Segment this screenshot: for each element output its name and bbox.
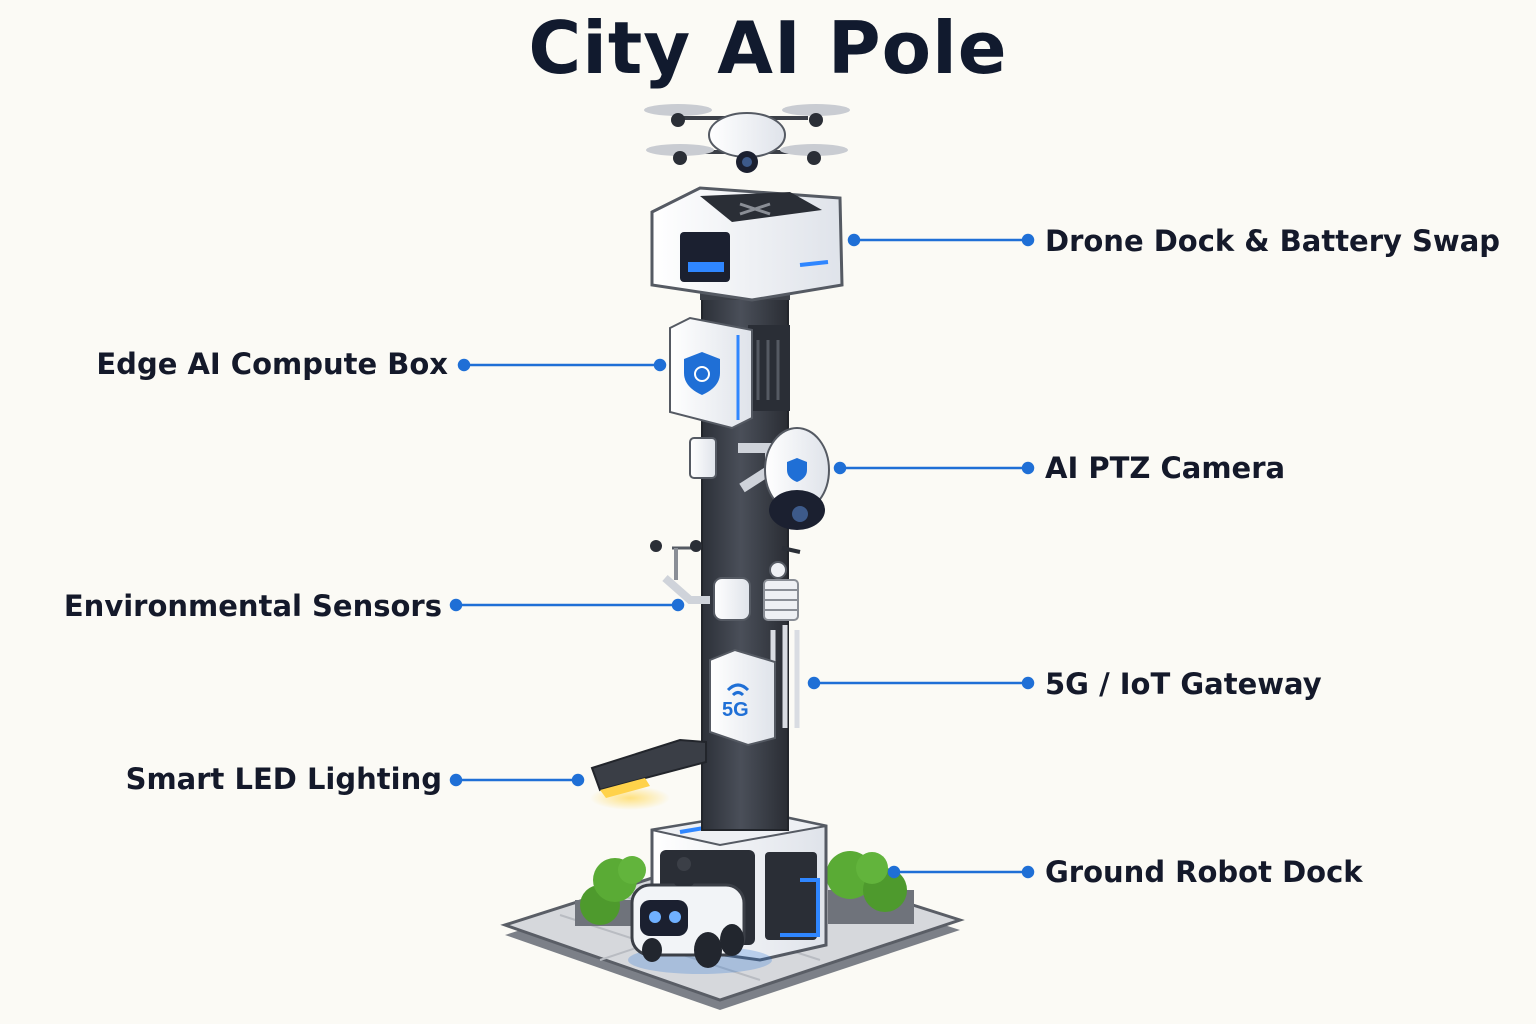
wifi-icon <box>726 683 750 697</box>
label-drone-dock: Drone Dock & Battery Swap <box>1045 224 1501 258</box>
drone-dock <box>650 186 844 302</box>
label-environmental-sensors: Environmental Sensors <box>63 589 442 623</box>
label-edge-ai-compute: Edge AI Compute Box <box>96 347 448 381</box>
page-title: City AI Pole <box>528 6 1008 90</box>
drone-icon <box>644 104 850 173</box>
shield-brain-icon <box>684 352 720 395</box>
label-5g-gateway: 5G / IoT Gateway <box>1045 667 1322 701</box>
label-smart-led-lighting: Smart LED Lighting <box>125 762 442 796</box>
led-light-arm <box>590 738 707 810</box>
robot-icon <box>628 857 772 974</box>
leader-lines <box>449 233 1035 879</box>
label-ground-robot-dock: Ground Robot Dock <box>1045 855 1363 889</box>
shield-icon <box>787 458 807 482</box>
gateway-5g-badge: 5G <box>722 699 749 721</box>
ptz-camera-device <box>689 427 830 530</box>
edge-ai-compute-box <box>669 316 790 430</box>
gateway-device: 5G <box>709 625 800 747</box>
environmental-sensors <box>650 540 801 621</box>
label-ptz-camera: AI PTZ Camera <box>1045 451 1286 485</box>
